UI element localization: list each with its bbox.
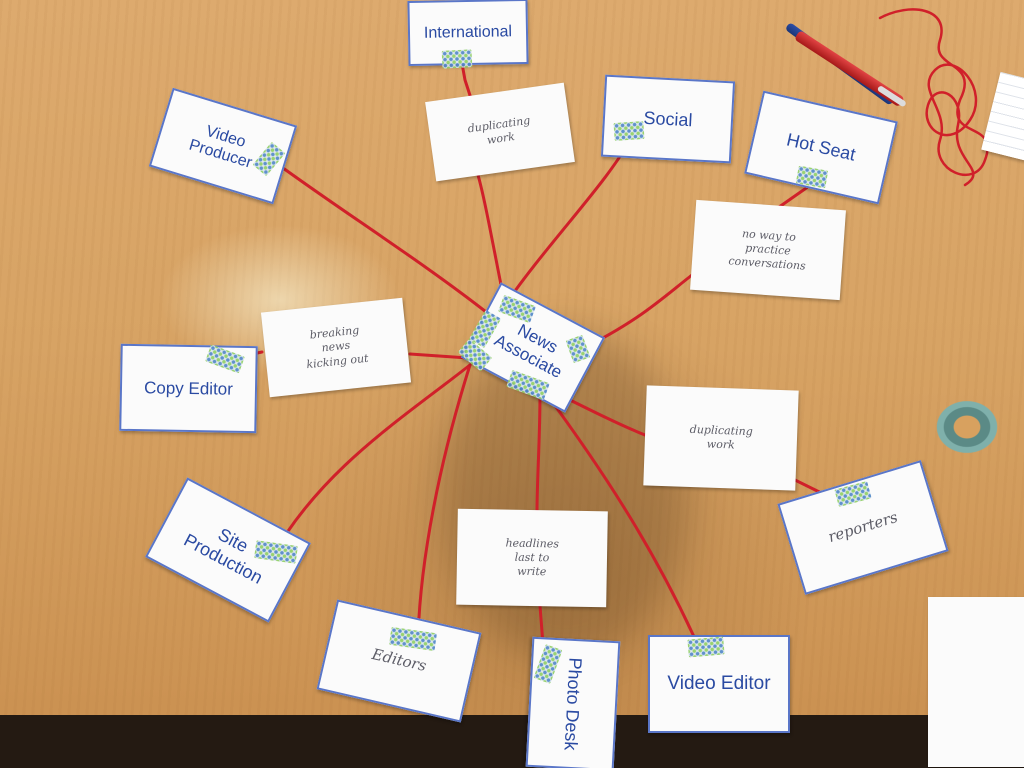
card-copy-editor-label: Copy Editor: [143, 377, 234, 399]
floor: [0, 715, 1024, 768]
tape-social: [613, 120, 645, 142]
note-breaking-news: breaking news kicking out: [260, 297, 412, 398]
card-social: Social: [600, 74, 736, 164]
yarn-site-production: [268, 363, 472, 562]
yarn-video-producer: [270, 158, 492, 317]
card-news-associate-label: News Associate: [491, 319, 566, 382]
note-duplicating-work-mid: duplicating work: [643, 385, 799, 491]
blank-paper-bottom: [928, 597, 1024, 767]
note-duplicating-work-mid-text: duplicating work: [689, 422, 753, 452]
note-no-way-to-practice: no way to practice conversations: [690, 199, 846, 301]
tape-roll: [932, 397, 1002, 457]
card-video-producer-label: Video Producer: [186, 122, 255, 172]
card-hot-seat-label: Hot Seat: [784, 129, 858, 165]
note-duplicating-work-top-text: duplicating work: [466, 113, 532, 147]
card-photo-desk-label: Photo Desk: [561, 657, 586, 752]
note-headlines: headlines last to write: [456, 508, 608, 608]
card-international-label: International: [423, 22, 513, 42]
tape-international: [441, 49, 473, 69]
note-breaking-news-text: breaking news kicking out: [305, 323, 370, 371]
card-social-label: Social: [643, 107, 694, 130]
yarn-editors: [416, 363, 472, 642]
card-video-editor-label: Video Editor: [667, 673, 771, 694]
yarn-bundle: [878, 8, 989, 187]
note-no-way-to-practice-text: no way to practice conversations: [728, 226, 807, 273]
yarn-video-editor: [543, 390, 702, 652]
note-reporters-text: reporters: [825, 507, 900, 546]
tape-video-editor: [687, 636, 725, 658]
note-headlines-text: headlines last to write: [505, 536, 560, 579]
note-editors-text: Editors: [370, 645, 429, 676]
